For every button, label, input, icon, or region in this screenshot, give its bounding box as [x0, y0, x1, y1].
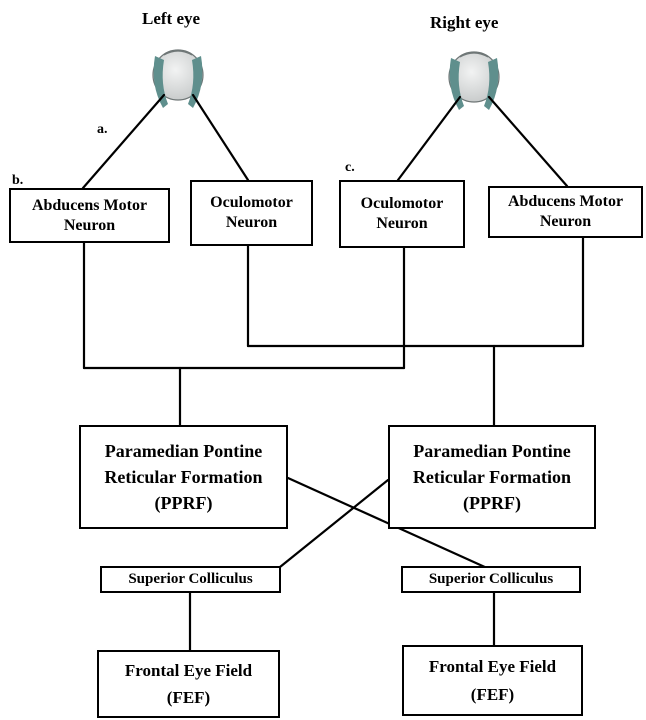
connector-left-eye-oculomotor [191, 93, 250, 182]
right-pprf-line1: Paramedian Pontine [413, 440, 571, 461]
right-pprf-line3: (PPRF) [463, 493, 521, 514]
left-abducens-motor-neuron-box: Abducens Motor Neuron [9, 188, 170, 243]
label-c: c. [345, 160, 355, 175]
right-pprf-line2: Reticular Formation [412, 466, 572, 487]
left-frontal-eye-field-box: Frontal Eye Field (FEF) [97, 650, 280, 718]
left-fef-line2: (FEF) [166, 688, 211, 707]
right-frontal-eye-field-box: Frontal Eye Field (FEF) [402, 645, 583, 716]
left-pprf-line2: Reticular Formation [104, 466, 263, 487]
left-oculomotor-line2: Neuron [225, 214, 278, 231]
right-oculomotor-line2: Neuron [376, 215, 428, 232]
right-fef-line2: (FEF) [470, 684, 515, 704]
left-sc-label: Superior Colliculus [128, 571, 253, 588]
right-abducens-line1: Abducens Motor [507, 193, 624, 210]
right-oculomotor-line1: Oculomotor [360, 195, 444, 212]
left-eye-title: Left eye [142, 9, 201, 28]
connector-left-pprf-to-right-sc [286, 476, 489, 570]
connector-left-eye-abducens [81, 93, 166, 190]
label-a: a. [97, 122, 108, 137]
left-oculomotor-neuron-box: Oculomotor Neuron [190, 180, 313, 246]
left-pprf-line3: (PPRF) [154, 493, 213, 514]
connector-right-eye-oculomotor [396, 95, 462, 182]
left-fef-line1: Frontal Eye Field [124, 660, 253, 680]
connector-right-pprf-to-left-sc [278, 478, 390, 569]
right-abducens-motor-neuron-box: Abducens Motor Neuron [488, 186, 643, 238]
right-fef-line1: Frontal Eye Field [428, 657, 557, 677]
right-abducens-line2: Neuron [539, 213, 592, 230]
left-pprf-box: Paramedian Pontine Reticular Formation (… [79, 425, 288, 529]
connector-right-eye-abducens [487, 95, 569, 188]
left-abducens-line2: Neuron [63, 216, 116, 234]
label-b: b. [12, 173, 24, 188]
left-oculomotor-line1: Oculomotor [210, 194, 293, 211]
left-pprf-line1: Paramedian Pontine [104, 440, 263, 461]
left-superior-colliculus-box: Superior Colliculus [100, 566, 281, 593]
right-oculomotor-neuron-box: Oculomotor Neuron [339, 180, 465, 248]
right-sc-label: Superior Colliculus [428, 571, 554, 588]
right-eye-title: Right eye [430, 13, 499, 32]
right-pprf-box: Paramedian Pontine Reticular Formation (… [388, 425, 596, 529]
right-superior-colliculus-box: Superior Colliculus [401, 566, 581, 593]
left-abducens-line1: Abducens Motor [31, 196, 148, 214]
